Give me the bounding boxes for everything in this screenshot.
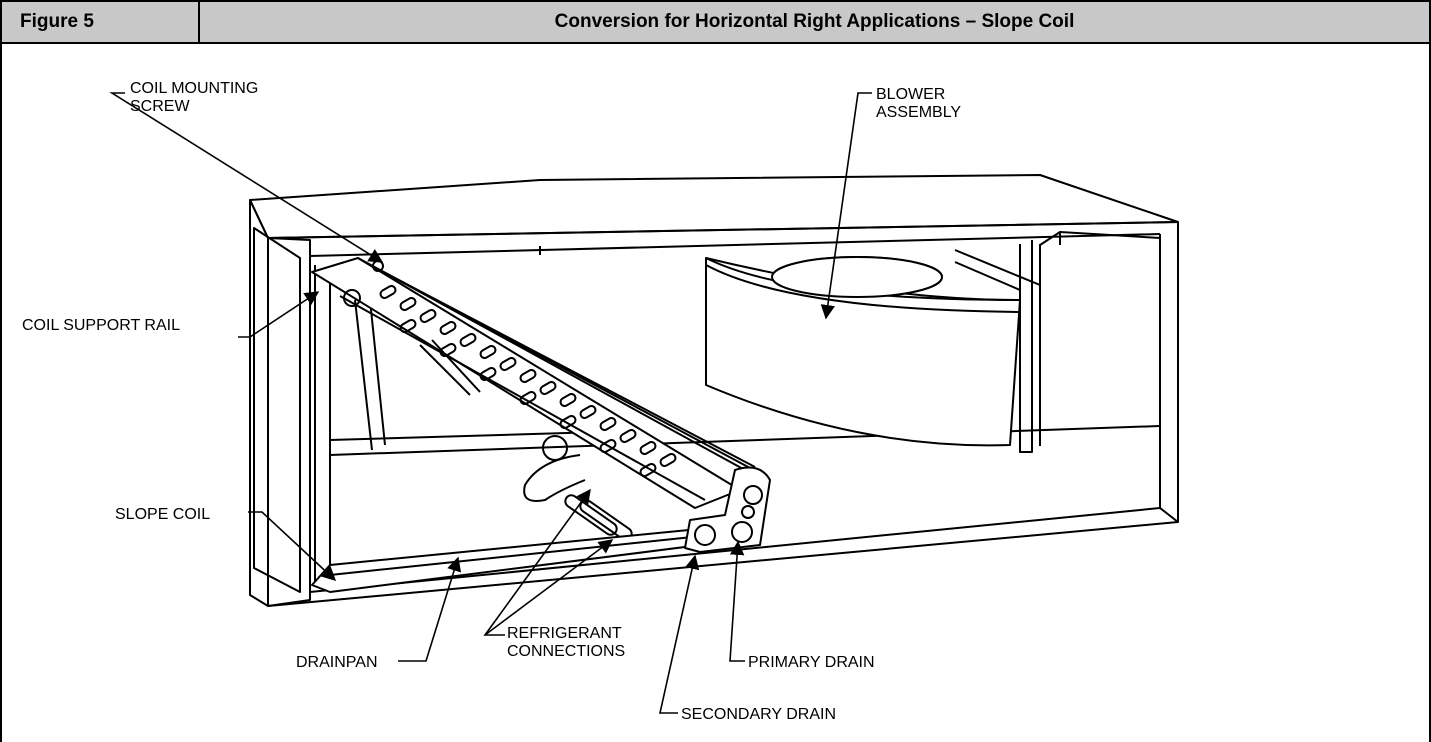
cabinet-top-panel <box>249 174 1179 239</box>
figure-header: Figure 5 Conversion for Horizontal Right… <box>0 0 1431 44</box>
slope-coil-body <box>311 257 741 509</box>
figure-number-cell: Figure 5 <box>2 2 200 42</box>
figure-frame <box>0 44 1431 742</box>
cabinet-front-inner-top <box>309 233 1161 257</box>
leader-coil-mounting-screw <box>109 92 384 263</box>
coil-tube-slots <box>379 285 677 477</box>
cabinet-bottom-front <box>267 521 1179 607</box>
leader-secondary-drain <box>659 554 700 714</box>
leader-blower-assembly <box>820 92 872 320</box>
refrigerant-loop <box>523 454 586 502</box>
slope-coil <box>311 257 756 541</box>
callout-coil-support-rail: COIL SUPPORT RAIL <box>22 317 180 334</box>
cabinet-front-top-edge <box>267 221 1179 239</box>
callout-blower-assembly-line1: BLOWER <box>876 86 945 103</box>
cabinet-left-inner-panel <box>253 227 301 593</box>
callout-secondary-drain: SECONDARY DRAIN <box>681 706 836 723</box>
leader-refrigerant-2 <box>484 539 614 636</box>
callout-blower-assembly-line2: ASSEMBLY <box>876 104 961 121</box>
callout-primary-drain: PRIMARY DRAIN <box>748 654 875 671</box>
callout-drainpan: DRAINPAN <box>296 654 378 671</box>
leader-drainpan <box>398 556 462 662</box>
leader-slope-coil <box>248 511 337 581</box>
figure-label: Figure 5 <box>20 11 94 32</box>
leader-coil-support-rail <box>238 291 320 338</box>
blower-assembly <box>705 256 1021 447</box>
callout-slope-coil: SLOPE COIL <box>115 506 210 523</box>
callout-coil-mounting-screw-line2: SCREW <box>130 98 190 115</box>
cabinet <box>249 174 1179 607</box>
cabinet-left-end <box>249 199 269 607</box>
callout-coil-mounting-screw-line1: COIL MOUNTING <box>130 80 258 97</box>
cabinet-left-face <box>267 237 311 607</box>
secondary-drain-port <box>694 524 716 546</box>
callout-refrigerant-line1: REFRIGERANT <box>507 625 622 642</box>
leader-primary-drain <box>729 540 745 662</box>
interior-rear-post <box>1019 240 1033 453</box>
interior-floor-back <box>329 425 1161 456</box>
drain-fitting <box>684 466 771 553</box>
callout-refrigerant-line2: CONNECTIONS <box>507 643 625 660</box>
cabinet-right-end <box>1159 222 1179 523</box>
figure-title: Conversion for Horizontal Right Applicat… <box>554 11 1075 32</box>
